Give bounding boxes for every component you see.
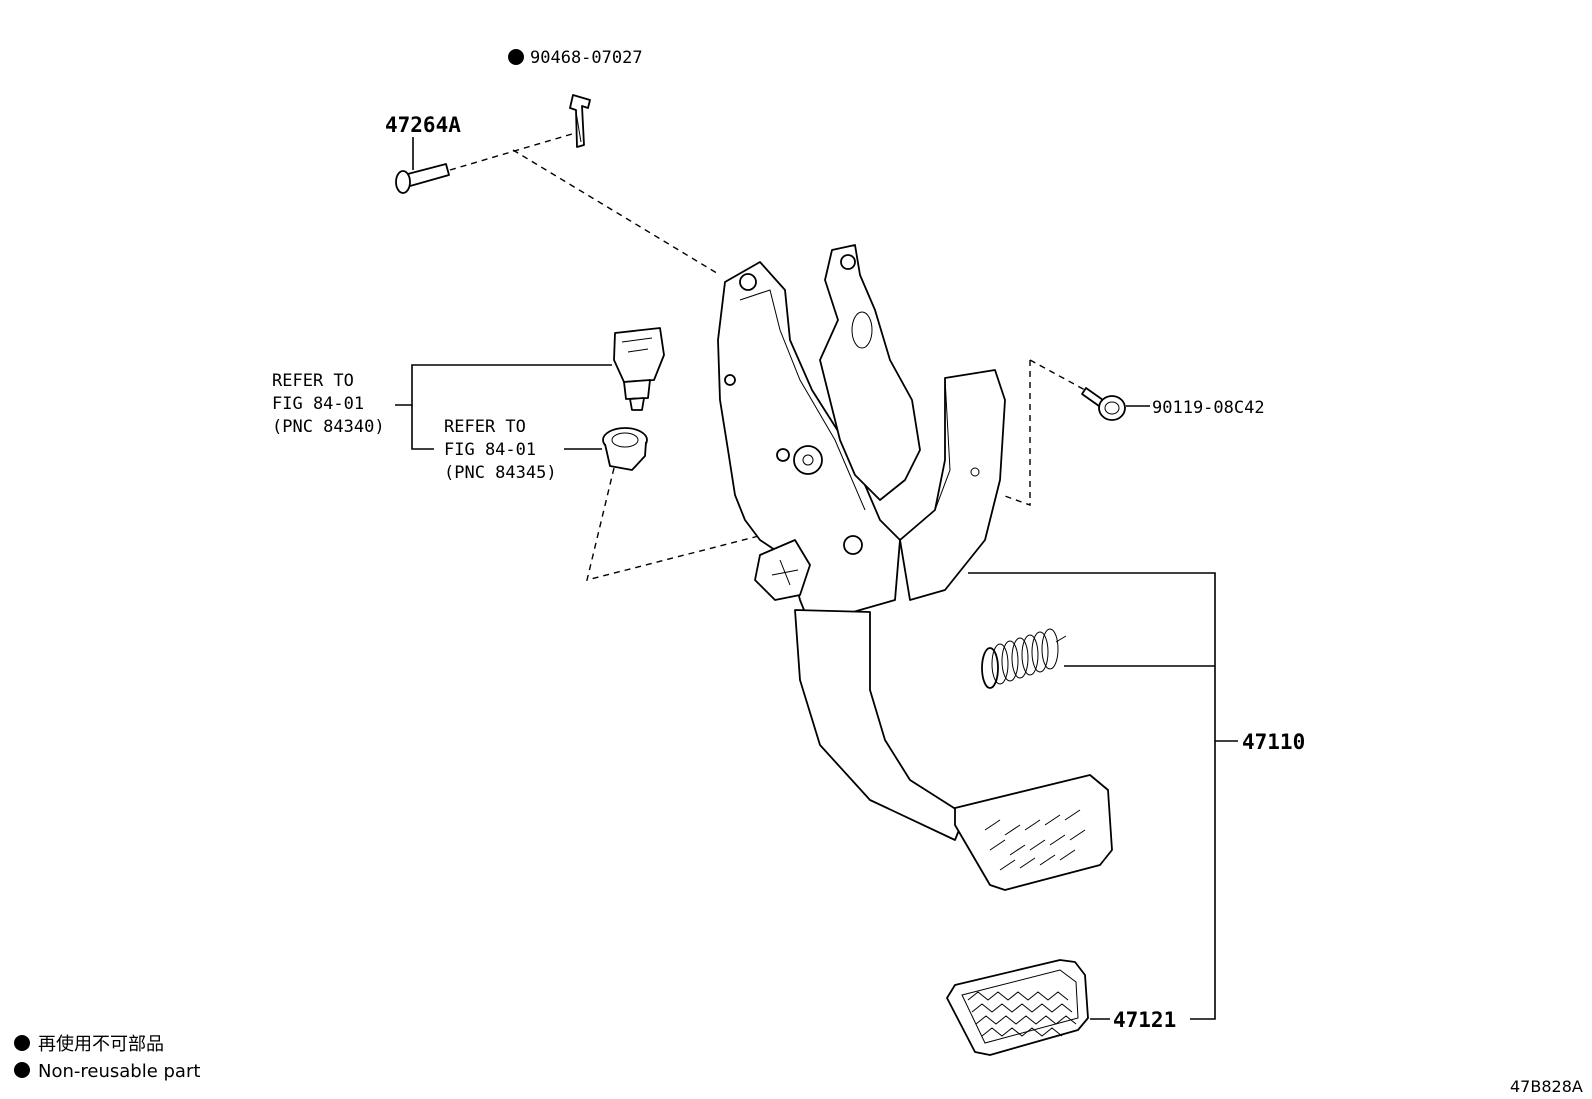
stop-light-switch-drawing bbox=[613, 327, 665, 411]
svg-text:FIG 84-01: FIG 84-01 bbox=[272, 394, 364, 414]
return-spring-drawing bbox=[981, 628, 1067, 689]
svg-text:(PNC 84345): (PNC 84345) bbox=[444, 463, 557, 483]
svg-text:REFER TO: REFER TO bbox=[444, 417, 526, 437]
svg-text:(PNC 84340): (PNC 84340) bbox=[272, 417, 385, 437]
refer-to-note-84345[interactable]: REFER TO FIG 84-01 (PNC 84345) bbox=[444, 417, 557, 483]
part-label-47264A[interactable]: 47264A bbox=[385, 113, 461, 137]
non-reusable-marker-dot bbox=[508, 49, 524, 65]
pedal-arm-drawing bbox=[794, 609, 966, 841]
pin-part-drawing bbox=[395, 163, 450, 194]
legend: 再使用不可部品 Non-reusable part bbox=[14, 1034, 200, 1082]
svg-text:REFER TO: REFER TO bbox=[272, 371, 354, 391]
clip-part-drawing bbox=[569, 94, 591, 148]
part-label-47110[interactable]: 47110 bbox=[1242, 730, 1305, 754]
svg-text:FIG 84-01: FIG 84-01 bbox=[444, 440, 536, 460]
part-label-90119-08C42[interactable]: 90119-08C42 bbox=[1152, 398, 1265, 418]
part-label-47121[interactable]: 47121 bbox=[1113, 1008, 1176, 1032]
bushing-drawing bbox=[602, 427, 648, 471]
pedal-pad-drawing bbox=[954, 774, 1113, 891]
legend-label-japanese: 再使用不可部品 bbox=[38, 1034, 164, 1055]
bolt-drawing bbox=[1081, 387, 1126, 421]
legend-dot-icon bbox=[14, 1062, 30, 1078]
pedal-bracket-drawing bbox=[717, 244, 1006, 626]
part-label-90468-07027[interactable]: 90468-07027 bbox=[530, 48, 643, 68]
refer-to-note-84340[interactable]: REFER TO FIG 84-01 (PNC 84340) bbox=[272, 371, 385, 437]
diagram-code: 47B828A bbox=[1510, 1077, 1583, 1096]
legend-label-english: Non-reusable part bbox=[38, 1061, 200, 1082]
legend-dot-icon bbox=[14, 1035, 30, 1051]
pedal-pad-cover-drawing bbox=[946, 959, 1089, 1056]
